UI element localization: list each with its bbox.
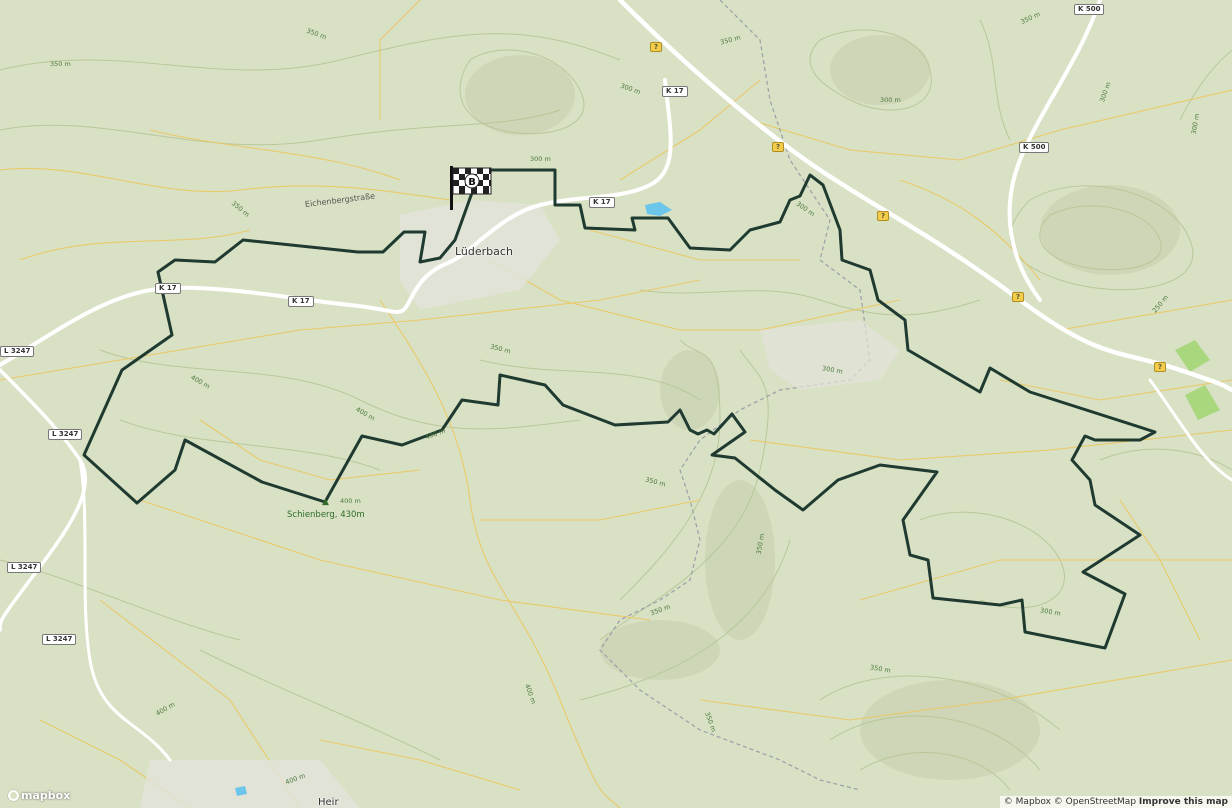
mapbox-logo-icon xyxy=(8,790,19,801)
mapbox-logo[interactable]: mapbox xyxy=(8,789,70,802)
pond xyxy=(645,202,672,216)
settlement-area xyxy=(400,200,560,310)
improve-map-link[interactable]: Improve this map xyxy=(1138,797,1228,807)
place-label-luederbach[interactable]: Lüderbach xyxy=(455,245,513,258)
mapbox-logo-text: mapbox xyxy=(21,789,71,802)
finish-flag-icon[interactable]: B xyxy=(450,166,494,210)
town-area-bottom xyxy=(140,760,360,808)
poi-badge[interactable]: ? xyxy=(1012,292,1025,302)
contour-label: 400 m xyxy=(340,497,361,505)
peak-marker-icon: ▲ xyxy=(322,497,329,507)
poi-badge[interactable]: ? xyxy=(772,142,785,152)
peak-label-schienberg[interactable]: Schienberg, 430m xyxy=(287,510,365,520)
contour-label: 300 m xyxy=(530,155,551,163)
road-label-k17: K 17 xyxy=(288,296,314,307)
checkered-flag-icon: B xyxy=(450,166,492,210)
road-label-l3247: L 3247 xyxy=(7,562,42,573)
road-label-k500: K 500 xyxy=(1074,4,1105,15)
contour-label: 350 m xyxy=(50,60,71,68)
pond-bottom xyxy=(235,786,247,796)
industrial-area xyxy=(760,320,900,390)
contour-lines xyxy=(0,19,1232,791)
poi-badge[interactable]: ? xyxy=(650,42,663,52)
road-label-k17: K 17 xyxy=(155,283,181,294)
poi-badge[interactable]: ? xyxy=(877,211,890,221)
road-label-l3247: L 3247 xyxy=(48,429,83,440)
road-label-l3247: L 3247 xyxy=(42,634,77,645)
meadow-1 xyxy=(1175,340,1210,372)
finish-marker-letter: B xyxy=(468,177,476,188)
attribution-osm-link[interactable]: © OpenStreetMap xyxy=(1053,797,1137,807)
road-label-k500: K 500 xyxy=(1019,142,1050,153)
road-label-l3247-edge: L 3247 xyxy=(0,346,35,357)
admin-boundary xyxy=(599,0,871,791)
meadow-2 xyxy=(1185,385,1220,420)
attribution-bar: © Mapbox © OpenStreetMap Improve this ma… xyxy=(999,796,1232,808)
road-label-k17: K 17 xyxy=(589,197,615,208)
town-label-bottom[interactable]: Heir xyxy=(318,797,339,808)
hillshade xyxy=(465,35,1180,780)
attribution-mapbox-link[interactable]: © Mapbox xyxy=(1003,797,1051,807)
route-track xyxy=(82,168,1157,650)
poi-badge[interactable]: ? xyxy=(1154,362,1167,372)
road-label-k17: K 17 xyxy=(662,86,688,97)
contour-label: 300 m xyxy=(880,96,901,104)
